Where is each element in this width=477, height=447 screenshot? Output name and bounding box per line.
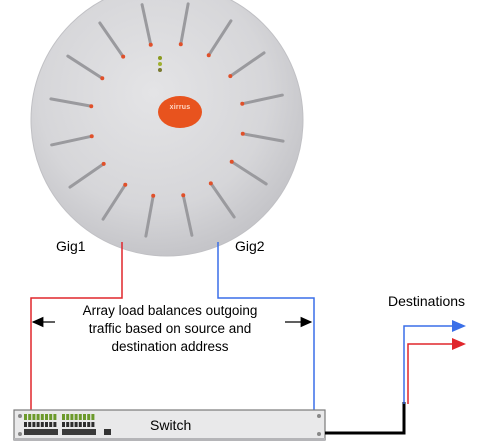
switch-port (24, 422, 27, 427)
antenna-led (148, 42, 153, 47)
switch-ports (24, 414, 96, 435)
antenna-led (228, 74, 233, 79)
antenna-radio (50, 134, 93, 147)
logo-text: xirrus (169, 103, 191, 111)
wireless-array-device (30, 0, 304, 257)
antenna-led (240, 101, 245, 106)
annotation-line-3: destination address (111, 339, 229, 354)
switch-port (83, 414, 86, 420)
switch-port (66, 422, 70, 427)
console-port (104, 429, 111, 435)
destination-red-arrowhead (452, 338, 466, 350)
switch-port (70, 422, 74, 427)
antenna-led (208, 181, 213, 186)
switch-port-strip (62, 429, 96, 435)
switch-port (74, 422, 78, 427)
switch-port (83, 422, 86, 427)
antenna-led (89, 134, 94, 139)
switch-port (87, 422, 91, 427)
switch-port (66, 414, 70, 420)
switch-port (24, 414, 27, 420)
antenna-radio (209, 182, 236, 219)
switch-port (28, 414, 32, 420)
antenna-radio (179, 2, 190, 45)
switch-port (40, 414, 44, 420)
status-leds (158, 56, 162, 72)
antenna-led (206, 53, 211, 58)
antenna-led (89, 104, 94, 109)
switch-port (53, 422, 57, 427)
antenna-radio (144, 195, 155, 238)
gig2-label: Gig2 (235, 238, 265, 254)
antenna-radio (231, 160, 268, 186)
trunk-link (325, 402, 406, 435)
antenna-radio (181, 194, 194, 237)
antenna-radio (68, 162, 105, 189)
switch-port (53, 414, 57, 420)
destinations-label: Destinations (388, 293, 466, 309)
antenna-radio (66, 54, 103, 80)
antenna-led (100, 76, 105, 81)
antenna-radio (207, 19, 233, 56)
annotation-line-1: Array load balances outgoing (82, 303, 258, 318)
switch-port (32, 422, 36, 427)
antenna-radio (98, 21, 125, 58)
antenna-led (181, 193, 186, 198)
switch-port (78, 422, 82, 427)
load-balance-annotation: Array load balances outgoing traffic bas… (55, 302, 285, 356)
destination-red-arrow-line (407, 343, 452, 404)
antenna-radio (49, 97, 92, 108)
antenna-led (240, 131, 245, 136)
switch-port (40, 422, 44, 427)
destination-blue-arrowhead (452, 320, 466, 332)
switch-port (62, 414, 65, 420)
switch-port (32, 414, 36, 420)
switch-port (91, 422, 95, 427)
antenna-led (229, 159, 234, 164)
antenna-led (101, 161, 106, 166)
switch-port (45, 422, 48, 427)
switch-port (28, 422, 32, 427)
gig2-link (217, 242, 315, 410)
antenna-led (151, 193, 156, 198)
switch-port (74, 414, 78, 420)
gig1-link (30, 242, 123, 410)
switch-label: Switch (150, 417, 192, 433)
switch-port (87, 414, 91, 420)
antenna-group (49, 2, 285, 238)
switch-port (91, 414, 95, 420)
switch-port (49, 414, 53, 420)
xirrus-logo (158, 96, 202, 128)
antenna-led (178, 42, 183, 47)
annotation-line-2: traffic based on source and (88, 321, 252, 336)
switch-port (36, 422, 40, 427)
switch-port (78, 414, 82, 420)
antenna-radio (229, 51, 266, 78)
antenna-radio (241, 93, 284, 106)
antenna-radio (140, 3, 153, 46)
switch-port (45, 414, 48, 420)
destination-blue-arrow-line (403, 325, 452, 404)
antenna-led (123, 182, 128, 187)
gig1-label: Gig1 (56, 238, 86, 254)
switch-port (36, 414, 40, 420)
switch-device (13, 409, 326, 441)
switch-port (49, 422, 53, 427)
switch-port (62, 422, 65, 427)
switch-port (70, 414, 74, 420)
antenna-radio (101, 184, 127, 221)
antenna-radio (242, 132, 285, 143)
antenna-led (121, 54, 126, 59)
switch-port-strip (24, 429, 58, 435)
